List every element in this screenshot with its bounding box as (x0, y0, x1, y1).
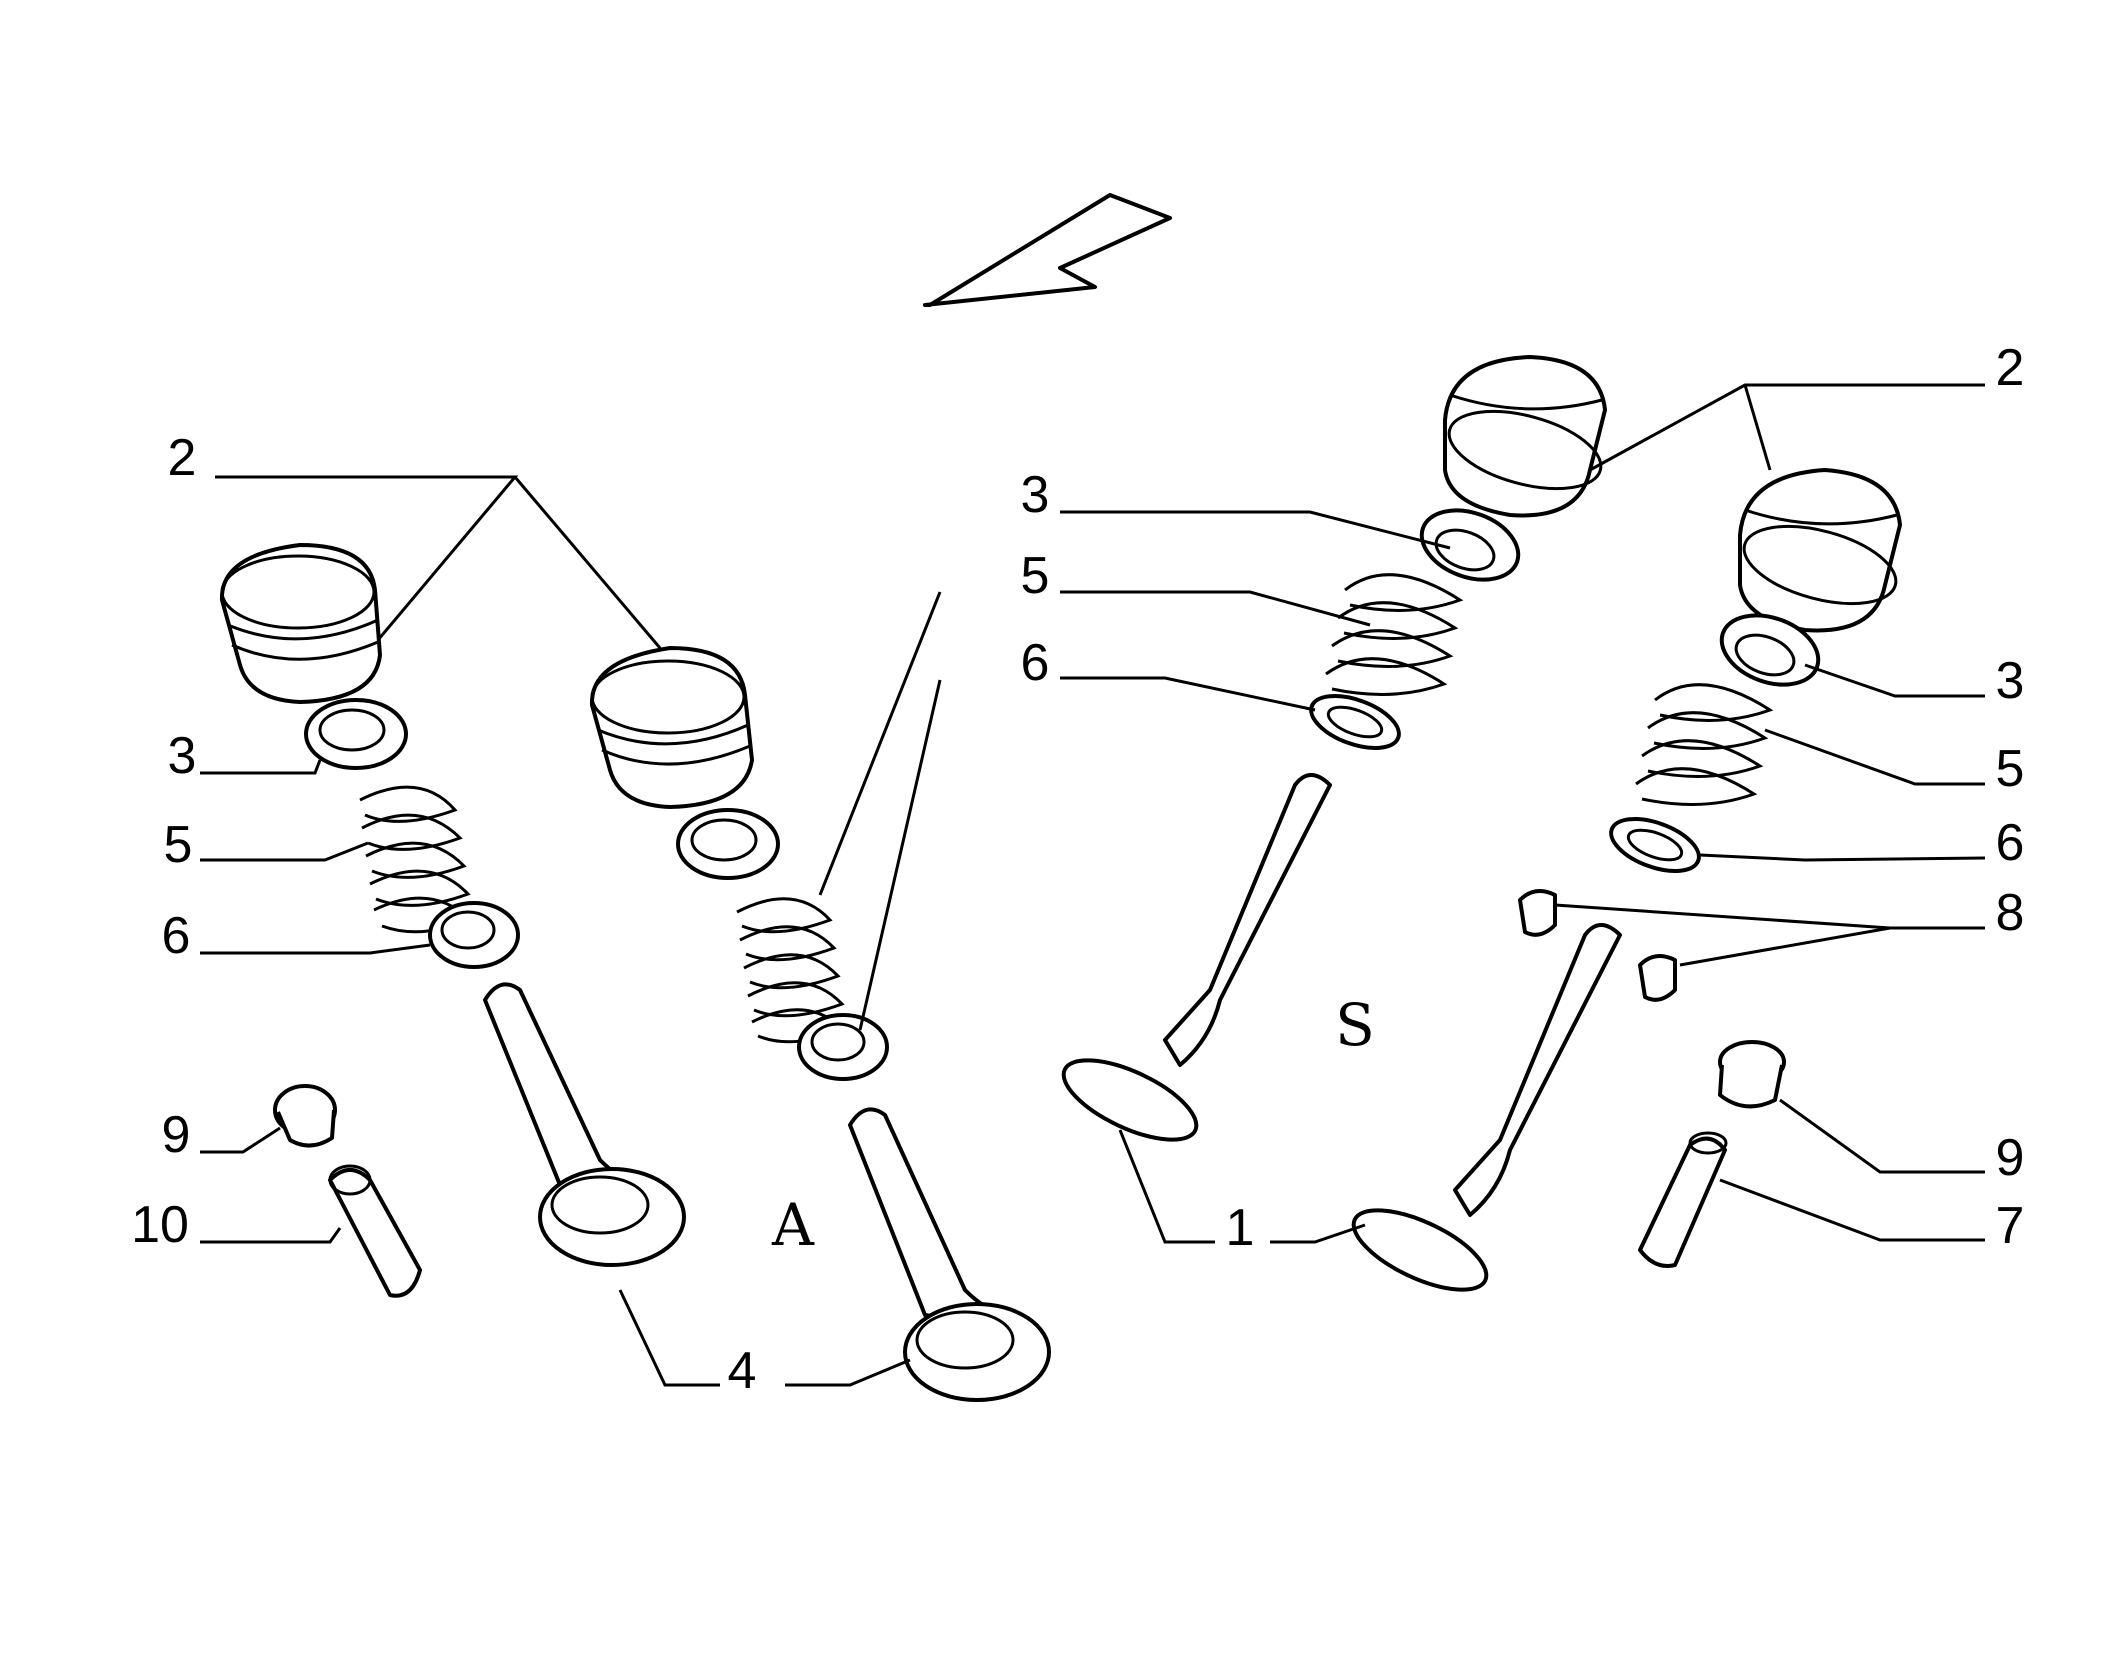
retainer-part-right-2 (1719, 613, 1821, 687)
callout-right-7: 7 (1996, 1197, 2025, 1255)
retainer-part-left-1 (304, 698, 408, 770)
retainer-part-right-1 (1419, 508, 1521, 582)
valve-part-intake-1 (483, 982, 686, 1267)
leader-lines-right (1060, 383, 1986, 1244)
callout-left-3: 3 (168, 727, 197, 785)
callout-right-6: 6 (1996, 814, 2025, 872)
spring-part-right-1 (1325, 573, 1464, 696)
callout-left-5: 5 (164, 816, 193, 874)
tappet-part-left-1 (219, 543, 382, 704)
valve-part-intake-2 (848, 1107, 1051, 1402)
callout-right-3: 3 (1996, 652, 2025, 710)
valve-seal-part-right (1718, 1040, 1786, 1109)
callout-left-9: 9 (162, 1106, 191, 1164)
tappet-part-right-2 (1738, 468, 1902, 633)
tappet-part-right-1 (1443, 355, 1607, 518)
callout-left-4: 4 (728, 1342, 757, 1400)
callout-right-8: 8 (1996, 884, 2025, 942)
section-label-exhaust: S (1335, 991, 1375, 1059)
spring-seat-part-left-2 (797, 1013, 889, 1081)
callout-mid-1: 1 (1226, 1199, 1255, 1257)
callout-mid-5: 5 (1021, 547, 1050, 605)
callout-left-6: 6 (162, 907, 191, 965)
spring-seat-part-left-1 (428, 901, 520, 969)
spring-part-left-2 (736, 897, 847, 1044)
retainer-part-left-2 (676, 808, 780, 880)
spring-part-right-2 (1635, 683, 1774, 806)
callout-mid-6: 6 (1021, 634, 1050, 692)
section-label-intake: A (771, 1191, 815, 1259)
callout-right-9: 9 (1996, 1129, 2025, 1187)
collet-part-right-2 (1638, 954, 1677, 1002)
callout-left-10: 10 (131, 1196, 189, 1254)
callout-mid-3: 3 (1021, 466, 1050, 524)
leader-lines-left (200, 475, 942, 1387)
valve-seal-part-left (273, 1084, 337, 1148)
direction-arrow-icon (923, 193, 1172, 307)
spring-seat-part-right-1 (1309, 694, 1401, 750)
callout-left-2: 2 (168, 429, 197, 487)
tappet-part-left-2 (589, 646, 754, 809)
callout-right-2: 2 (1996, 339, 2025, 397)
callout-right-5: 5 (1996, 740, 2025, 798)
valve-part-exhaust-1 (1061, 773, 1332, 1142)
spring-part-left-1 (359, 785, 473, 934)
valve-part-exhaust-2 (1351, 923, 1622, 1292)
spring-seat-part-right-2 (1609, 817, 1701, 873)
valve-guide-part-right (1638, 1131, 1728, 1268)
valve-guide-part-left (328, 1164, 422, 1298)
collet-part-right-1 (1518, 889, 1557, 937)
